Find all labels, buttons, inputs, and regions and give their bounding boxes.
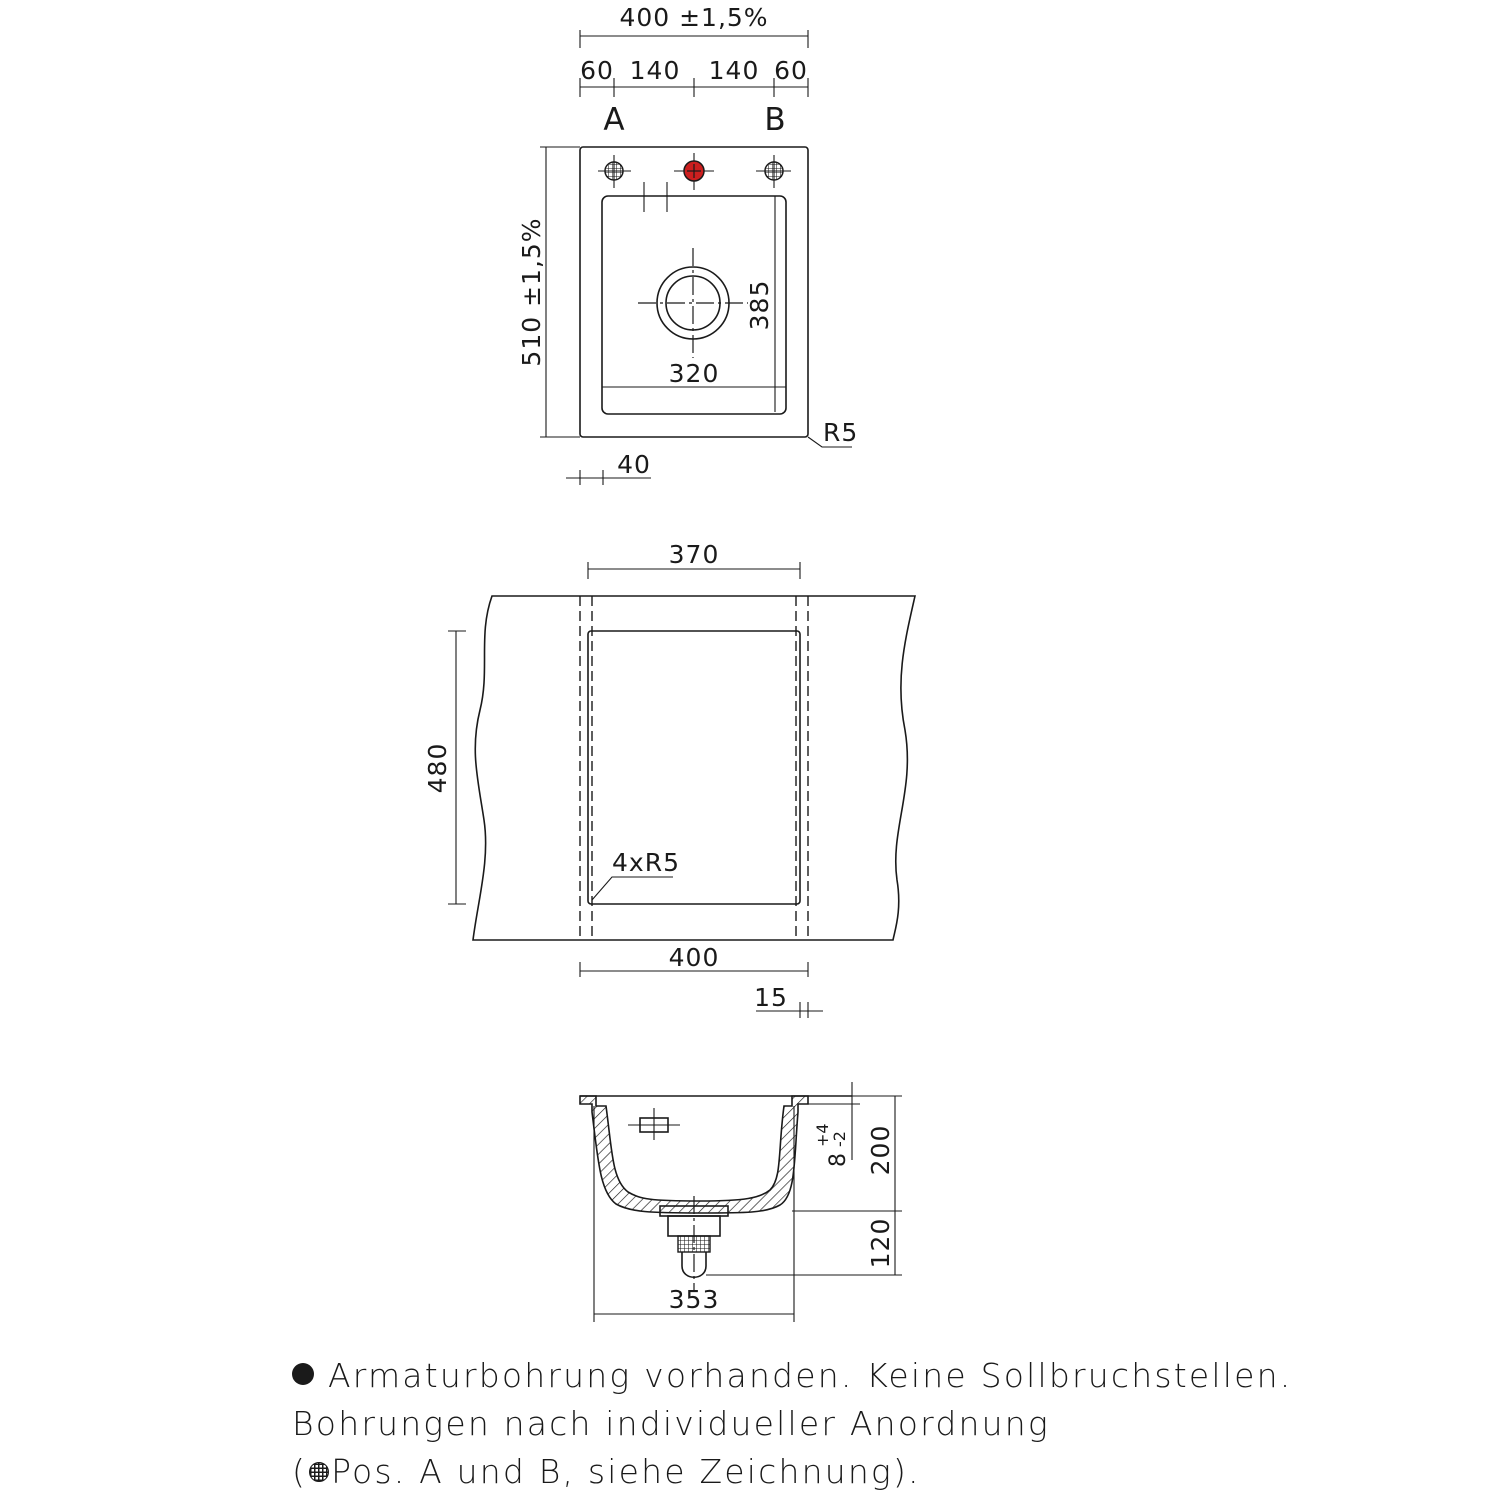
seg-a-label: 60: [580, 56, 614, 85]
tap-hole-center: [674, 153, 714, 190]
bowl-width-label: 320: [669, 359, 720, 388]
hole-spacing-dimension: 60 140 140 60: [579, 56, 809, 97]
bowl-outline: [601, 195, 787, 415]
drain-outlet: [638, 248, 748, 358]
drain-depth-label: 120: [866, 1218, 895, 1269]
width-tol-label: 400 ±1,5%: [619, 3, 768, 32]
bowl-height-label: 385: [745, 280, 774, 331]
sink-wall-section: [579, 1095, 809, 1214]
height-tol-label: 510 ±1,5%: [517, 217, 546, 366]
sink-outline: [579, 146, 809, 438]
overlap-label: 15: [754, 983, 788, 1012]
tolerance-plus-label: +4: [813, 1123, 832, 1147]
tap-hole-a: [598, 155, 631, 188]
filled-circle-icon: [292, 1363, 314, 1385]
depth-label: 200: [866, 1125, 895, 1176]
seg-d-label: 60: [774, 56, 808, 85]
countertop: [472, 595, 917, 941]
cutout-opening: [587, 630, 801, 905]
seg-b-label: 140: [630, 56, 681, 85]
note-open-paren: (: [292, 1452, 308, 1491]
position-b-label: B: [764, 102, 785, 138]
width-dimension: 400 ±1,5%: [579, 3, 809, 48]
note-text-3: Pos. A und B, siehe Zeichnung).: [331, 1452, 921, 1491]
grid-circle-icon: [309, 1462, 330, 1482]
outer-width-label: 400: [669, 943, 720, 972]
seg-c-label: 140: [709, 56, 760, 85]
overflow-outlet: [628, 1108, 680, 1140]
cutout-height-label: 480: [423, 743, 452, 794]
tolerance-minus-label: -2: [830, 1131, 849, 1147]
note-line-1: Armaturbohrung vorhanden. Keine Sollbruc…: [292, 1352, 1442, 1400]
note-text-1: Armaturbohrung vorhanden. Keine Sollbruc…: [328, 1356, 1293, 1395]
drain-fitting: [659, 1196, 729, 1290]
cutout-corner-label: 4xR5: [612, 848, 680, 877]
tap-hole-b: [756, 155, 791, 188]
cutout-view: 370 480 4xR5 400 15: [423, 540, 917, 1018]
cutout-width-label: 370: [669, 540, 720, 569]
top-view: 400 ±1,5% 60 140 140 60 A B: [517, 3, 858, 485]
bottom-width-label: 353: [669, 1285, 720, 1314]
note-line-3: ( Pos. A und B, siehe Zeichnung).: [292, 1448, 1442, 1496]
position-a-label: A: [603, 102, 624, 138]
section-view: 8 +4 -2 200 120 353: [579, 1082, 902, 1322]
corner-radius-label: R5: [823, 418, 858, 447]
note-line-2: Bohrungen nach individueller Anordnung: [292, 1400, 1442, 1448]
note-text-2: Bohrungen nach individueller Anordnung: [292, 1404, 1050, 1443]
rim-width-label: 40: [617, 450, 651, 479]
notes: Armaturbohrung vorhanden. Keine Sollbruc…: [292, 1352, 1442, 1496]
tolerance-base-label: 8: [826, 1153, 851, 1167]
